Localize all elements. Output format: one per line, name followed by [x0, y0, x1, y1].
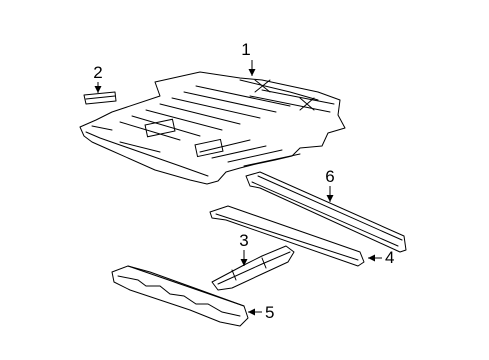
long-rail: [209, 205, 365, 267]
floor-ribs: [119, 85, 335, 167]
callout-6: 6: [325, 167, 335, 202]
callout-2: 2: [93, 63, 103, 93]
callout-label-2: 2: [93, 63, 102, 82]
callout-4: 4: [368, 248, 394, 267]
callout-label-1: 1: [241, 40, 250, 59]
callout-label-5: 5: [265, 303, 274, 322]
upper-rail: [245, 171, 407, 253]
small-bracket: [83, 91, 117, 105]
short-crossmember: [211, 245, 295, 291]
callout-label-3: 3: [239, 231, 248, 250]
callout-label-6: 6: [325, 167, 334, 186]
front-crossmember: [111, 265, 249, 327]
floor-pan: [79, 71, 346, 185]
callout-1: 1: [241, 40, 256, 76]
callout-5: 5: [248, 303, 274, 322]
callout-label-4: 4: [385, 248, 394, 267]
callout-3: 3: [239, 231, 249, 266]
